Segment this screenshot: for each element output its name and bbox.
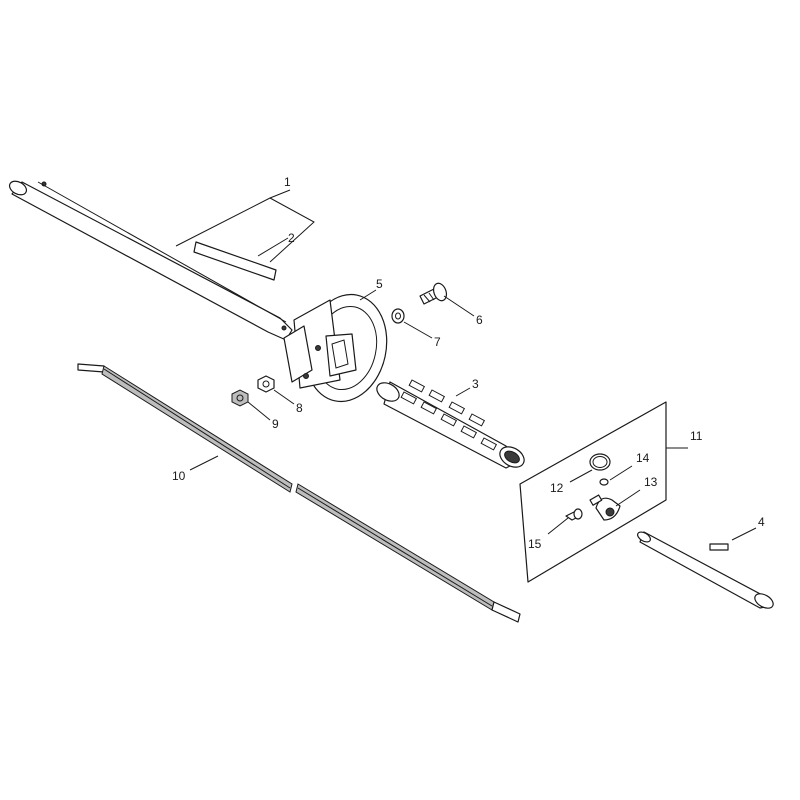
callout-4: 4	[758, 515, 765, 529]
callout-1: 1	[284, 175, 291, 189]
shaft-texture	[103, 368, 493, 607]
callout-labels: 1 2 3 4 5 6 7 8 9 10 11 12 13 14 15	[172, 175, 765, 551]
callout-11: 11	[690, 429, 703, 443]
callout-10: 10	[172, 469, 186, 483]
part-3-grip	[376, 379, 525, 469]
callout-12: 12	[550, 481, 564, 495]
part-10-drive-shaft	[77, 363, 521, 623]
part-4-extension-tube	[637, 531, 774, 609]
leader-lines	[189, 189, 757, 541]
callout-6: 6	[476, 313, 483, 327]
part-6-bolt	[419, 282, 448, 305]
part-8-nut	[257, 375, 275, 393]
callout-13: 13	[644, 475, 658, 489]
part-1-main-shaft	[8, 180, 293, 341]
callout-15: 15	[528, 537, 542, 551]
part-2-label	[175, 197, 315, 281]
callout-2: 2	[288, 231, 295, 245]
part-12-ring	[589, 453, 611, 471]
callout-14: 14	[636, 451, 650, 465]
part-15-screw	[565, 508, 583, 521]
callout-9: 9	[272, 417, 279, 431]
part-7-washer	[391, 308, 405, 324]
callout-8: 8	[296, 401, 303, 415]
part-9-nut	[231, 389, 249, 407]
callout-3: 3	[472, 377, 479, 391]
part-13-clamp	[589, 494, 621, 521]
callout-7: 7	[434, 335, 441, 349]
part-14-pin	[599, 478, 609, 486]
part-11-clamp-kit	[519, 401, 688, 583]
part-5-housing	[283, 293, 388, 403]
grip-ribs	[400, 379, 498, 451]
callout-5: 5	[376, 277, 383, 291]
